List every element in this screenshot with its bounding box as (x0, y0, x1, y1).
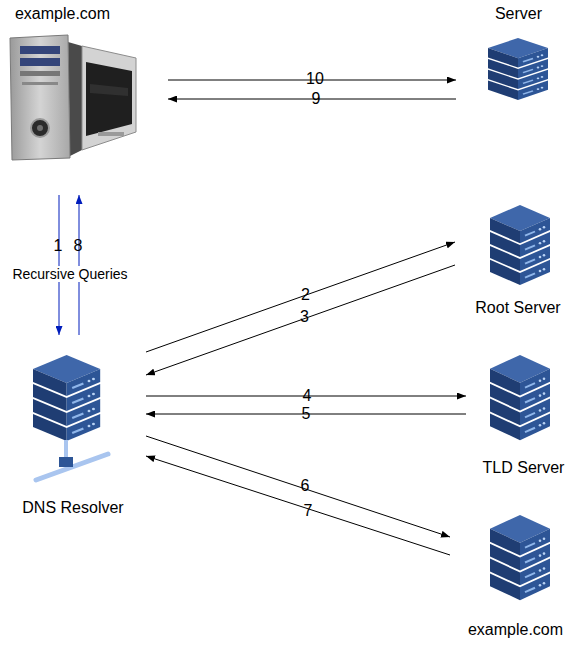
server-icon (490, 355, 550, 440)
step-number: 7 (288, 501, 328, 521)
step-number: 1 (38, 236, 78, 256)
tld-server: TLD Server (466, 350, 581, 480)
node-label: TLD Server (466, 458, 581, 477)
annotation-text: Recursive Queries (12, 266, 127, 282)
node-label: Server (456, 4, 581, 23)
server-icon (490, 515, 550, 600)
client-computer: example.com (5, 0, 168, 195)
step-number: 8 (58, 236, 98, 256)
root-server: Root Server (455, 200, 581, 320)
query-arrow (146, 436, 450, 537)
query-arrow (146, 456, 450, 555)
node-label: example.com (5, 4, 120, 23)
authoritative-server: example.com (450, 510, 581, 640)
step-number: 3 (285, 307, 325, 327)
server-icon (490, 205, 550, 285)
node-label: Root Server (455, 298, 581, 317)
computer-illustration (10, 35, 136, 160)
web-server: Server (456, 0, 581, 110)
annotation-label: Recursive Queries (0, 265, 140, 283)
dns-resolver: DNS Resolver (0, 335, 146, 520)
server-icon (488, 38, 548, 100)
query-arrow (59, 195, 60, 335)
step-number: 2 (286, 285, 326, 305)
network-base (36, 440, 108, 480)
step-number: 9 (296, 89, 336, 109)
query-arrow (146, 265, 455, 375)
query-arrow (79, 195, 80, 335)
step-number: 5 (286, 404, 326, 424)
step-number: 4 (287, 386, 327, 406)
query-arrow (146, 242, 455, 352)
node-label: example.com (450, 620, 581, 639)
step-number: 10 (295, 69, 335, 89)
node-label: DNS Resolver (0, 498, 146, 517)
step-number: 6 (285, 476, 325, 496)
server-icon (33, 355, 100, 441)
